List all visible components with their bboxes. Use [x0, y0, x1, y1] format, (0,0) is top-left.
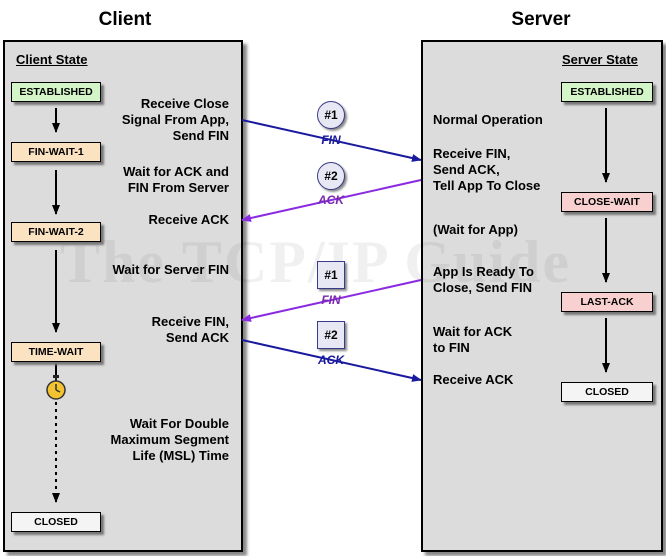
server-state-last-ack: LAST-ACK	[561, 292, 653, 312]
server-text-normal: Normal Operation	[433, 112, 543, 127]
client-text-wait-msl: Wait For Double Maximum Segment Life (MS…	[110, 416, 229, 463]
msg2-badge: #2	[317, 162, 345, 190]
msg3-badge: #1	[317, 261, 345, 289]
server-header: Server	[511, 9, 571, 30]
client-state-fin-wait-1: FIN-WAIT-1	[11, 142, 101, 162]
msg1-arrow	[241, 119, 422, 162]
msg2-label: ACK	[318, 193, 344, 207]
watermark: The TCP/IP Guide	[60, 229, 572, 295]
msg4-label: ACK	[318, 353, 344, 367]
server-text-wait-ack-fin: Wait for ACK to FIN	[433, 324, 513, 355]
server-state-label: Server State	[562, 52, 638, 67]
msg3-arrow	[241, 279, 422, 322]
client-state-fin-wait-2: FIN-WAIT-2	[11, 222, 101, 242]
client-text-wait-server-fin: Wait for Server FIN	[112, 262, 229, 277]
server-text-app-ready: App Is Ready To Close, Send FIN	[433, 264, 534, 295]
server-text-wait-app: (Wait for App)	[433, 222, 518, 237]
client-text-receive-close: Receive Close Signal From App, Send FIN	[121, 96, 229, 143]
server-state-established: ESTABLISHED	[561, 82, 653, 102]
server-text-receive-fin: Receive FIN, Send ACK, Tell App To Close	[433, 146, 541, 193]
client-state-closed: CLOSED	[11, 512, 101, 532]
client-header: Client	[98, 9, 152, 30]
client-state-time-wait: TIME-WAIT	[11, 342, 101, 362]
msg3-label: FIN	[321, 293, 341, 307]
client-state-label: Client State	[16, 52, 88, 67]
server-state-close-wait: CLOSE-WAIT	[561, 192, 653, 212]
msg1-badge: #1	[317, 101, 345, 129]
server-text-receive-ack: Receive ACK	[433, 372, 514, 387]
msg1-label: FIN	[321, 133, 341, 147]
client-text-receive-ack: Receive ACK	[148, 212, 229, 227]
stopwatch-icon	[44, 375, 68, 401]
client-panel	[3, 40, 243, 552]
client-state-established: ESTABLISHED	[11, 82, 101, 102]
client-text-receive-fin-send-ack: Receive FIN, Send ACK	[151, 314, 229, 345]
msg4-arrow	[241, 339, 422, 382]
msg2-arrow	[241, 179, 422, 222]
server-state-closed: CLOSED	[561, 382, 653, 402]
client-text-receive-close-send-fin: Send FIN	[172, 128, 229, 143]
msg4-badge: #2	[317, 321, 345, 349]
client-text-wait-ack-fin: Wait for ACK and FIN From Server	[123, 164, 229, 195]
